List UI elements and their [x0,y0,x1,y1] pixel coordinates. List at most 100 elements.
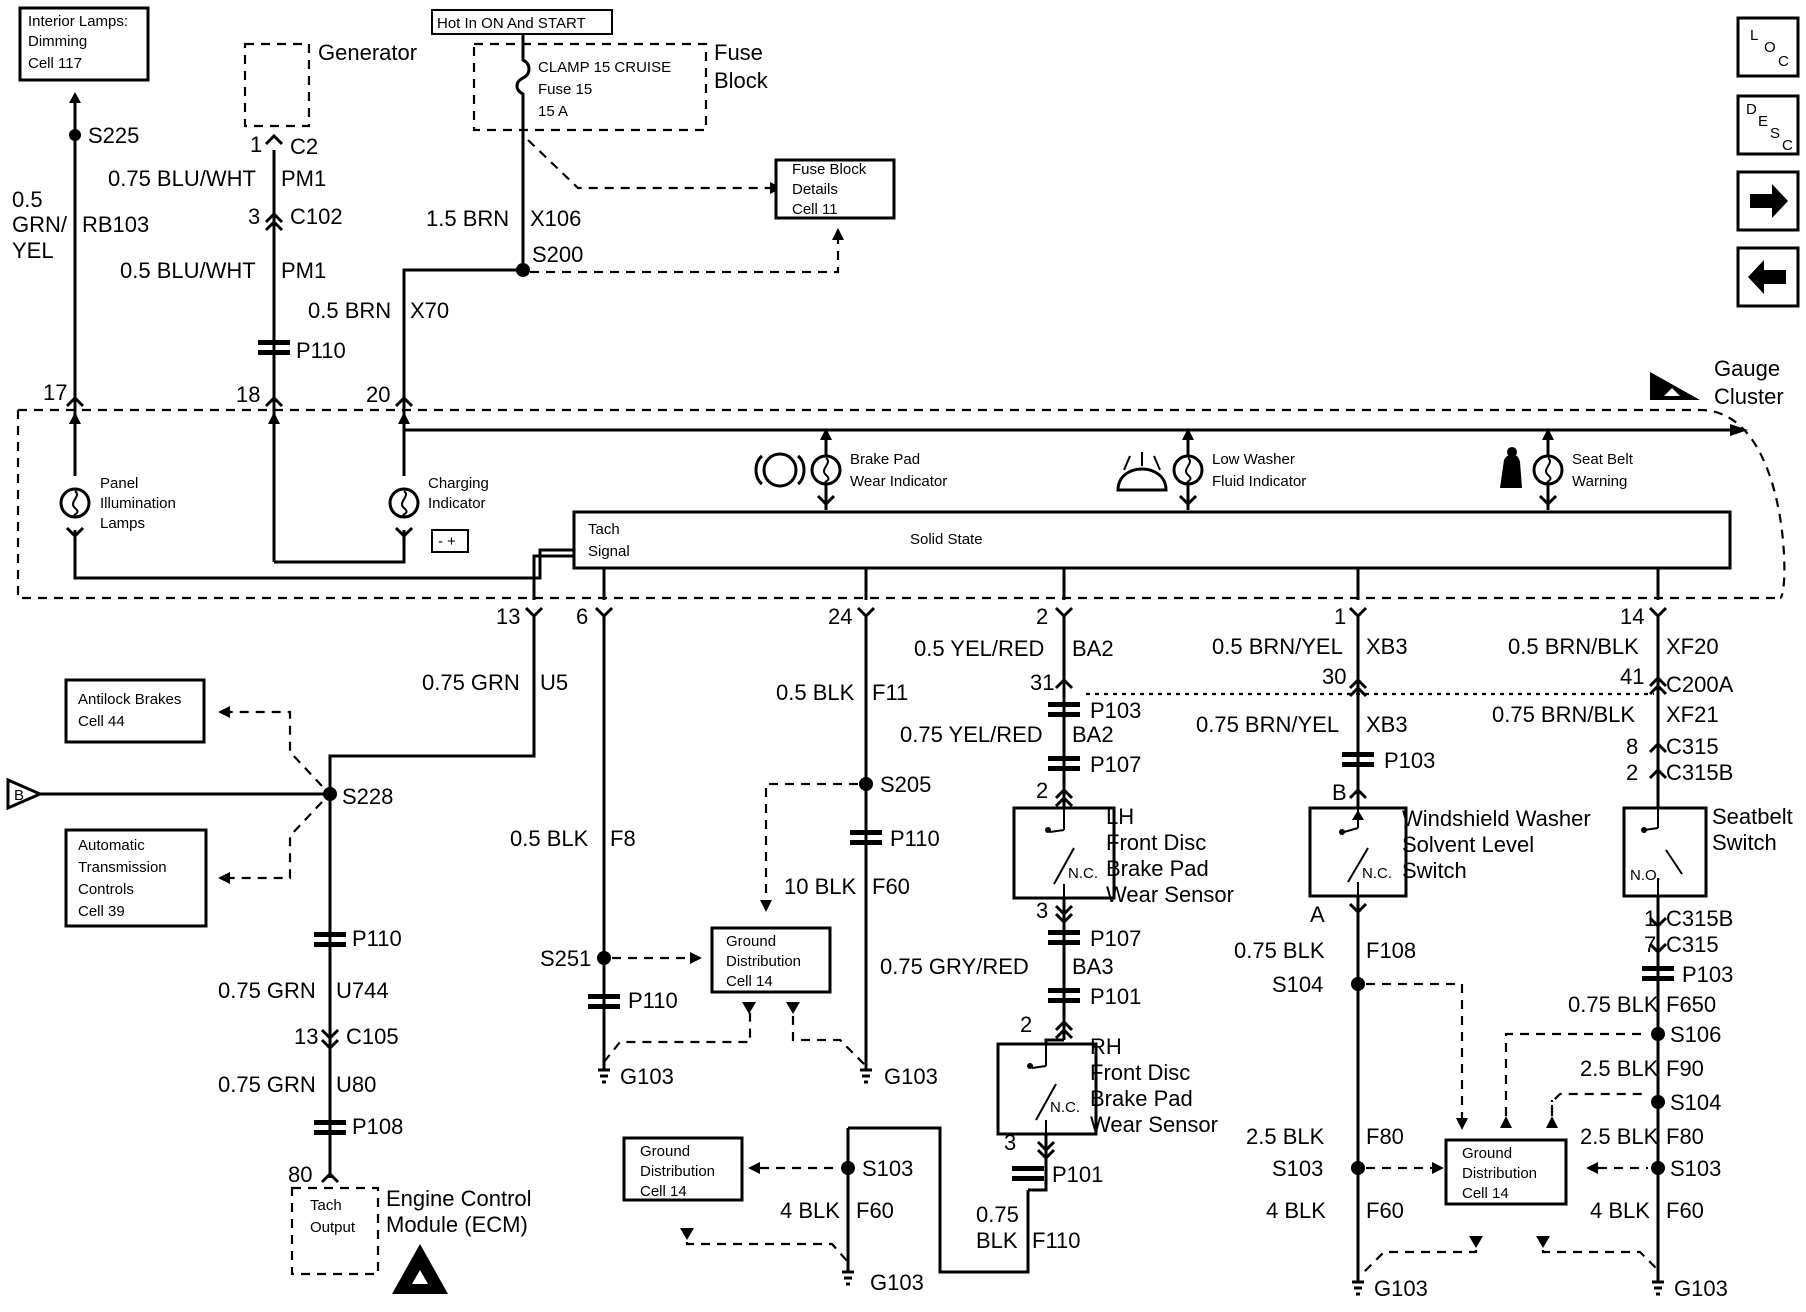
svg-text:80: 80 [288,1162,312,1187]
svg-text:2: 2 [1036,604,1048,629]
svg-text:G103: G103 [884,1064,938,1089]
svg-text:1: 1 [1644,906,1656,931]
svg-text:7: 7 [1644,932,1656,957]
svg-text:Gauge: Gauge [1714,356,1780,381]
svg-text:0.75 BLK: 0.75 BLK [1568,992,1659,1017]
svg-text:Switch: Switch [1402,858,1467,883]
svg-text:Transmission: Transmission [78,859,167,876]
svg-text:XB3: XB3 [1366,634,1408,659]
svg-text:Solvent Level: Solvent Level [1402,832,1534,857]
auto-trans-ref[interactable]: Automatic Transmission Controls Cell 39 [64,828,208,928]
svg-text:20: 20 [366,382,390,407]
svg-text:17: 17 [43,380,67,405]
svg-text:B: B [14,787,24,804]
svg-text:P103: P103 [1090,698,1141,723]
fuse-block-details-ref[interactable]: Fuse Block Details Cell 11 [774,158,896,220]
svg-text:Wear Sensor: Wear Sensor [1090,1112,1218,1137]
ground-distribution-ref[interactable]: Ground Distribution Cell 14 [1444,1138,1568,1206]
ground-icon [598,1068,610,1084]
svg-text:3: 3 [248,204,260,229]
svg-text:U80: U80 [336,1072,376,1097]
splice-label: S225 [88,123,139,148]
ref-line: Cell 117 [28,55,82,72]
svg-text:Wear Indicator: Wear Indicator [850,473,947,490]
svg-text:10 BLK: 10 BLK [784,874,856,899]
svg-text:8: 8 [1626,734,1638,759]
svg-text:A: A [1310,902,1325,927]
svg-text:S103: S103 [862,1156,913,1181]
gauge-cluster-boundary [16,408,1786,600]
generator-box [243,42,311,128]
svg-text:Module (ECM): Module (ECM) [386,1212,528,1237]
svg-text:Ground: Ground [640,1143,690,1160]
svg-text:Fuse: Fuse [714,40,763,65]
svg-text:- +: - + [438,533,456,550]
svg-text:Fuse Block: Fuse Block [792,161,867,178]
svg-text:15 A: 15 A [538,103,568,120]
svg-text:Cell 14: Cell 14 [640,1183,687,1200]
svg-text:F80: F80 [1366,1124,1404,1149]
svg-text:Solid State: Solid State [910,531,983,548]
svg-text:Front Disc: Front Disc [1090,1060,1190,1085]
svg-text:F650: F650 [1666,992,1716,1017]
location-button[interactable]: L O C [1736,16,1800,78]
svg-text:S104: S104 [1670,1090,1721,1115]
svg-text:S228: S228 [342,784,393,809]
back-button[interactable] [1736,246,1800,308]
svg-text:Seat Belt: Seat Belt [1572,451,1634,468]
svg-text:Block: Block [714,68,769,93]
svg-text:Tach: Tach [588,521,620,538]
svg-text:XB3: XB3 [1366,712,1408,737]
svg-text:P103: P103 [1384,748,1435,773]
interior-lamps-ref[interactable]: Interior Lamps: Dimming Cell 117 [18,6,150,82]
svg-text:P110: P110 [352,926,402,951]
wire-label: RB103 [82,212,149,237]
fuse-block-box [472,42,708,132]
svg-text:1: 1 [250,132,262,157]
svg-text:2: 2 [1626,760,1638,785]
svg-text:0.75: 0.75 [976,1202,1019,1227]
svg-text:3: 3 [1036,898,1048,923]
svg-text:Cell 44: Cell 44 [78,713,125,730]
svg-text:13: 13 [496,604,520,629]
ground-distribution-ref[interactable]: Ground Distribution Cell 14 [710,926,832,994]
connector-c102 [264,211,284,232]
description-button[interactable]: D E S C [1736,94,1800,156]
lamp-icon [59,487,91,519]
svg-text:0.5 BRN/BLK: 0.5 BRN/BLK [1508,634,1639,659]
svg-text:G103: G103 [620,1064,674,1089]
wire-u5 [328,616,536,1178]
svg-text:2.5 BLK: 2.5 BLK [1580,1056,1659,1081]
svg-text:P103: P103 [1682,962,1733,987]
wire-label: GRN/ [12,212,68,237]
ground-distribution-ref[interactable]: Ground Distribution Cell 14 [622,1136,744,1202]
svg-text:Warning: Warning [1572,473,1627,490]
svg-text:BA3: BA3 [1072,954,1114,979]
svg-text:U744: U744 [336,978,389,1003]
svg-text:U5: U5 [540,670,568,695]
svg-text:0.5 BRN: 0.5 BRN [308,298,391,323]
svg-text:C315B: C315B [1666,760,1733,785]
svg-text:D: D [1746,101,1757,118]
svg-text:N.C.: N.C. [1068,865,1098,882]
generator-label: Generator [318,40,417,65]
wire-x70 [402,268,523,406]
svg-text:Antilock Brakes: Antilock Brakes [78,691,181,708]
svg-text:C102: C102 [290,204,343,229]
svg-text:0.75 BLK: 0.75 BLK [1234,938,1325,963]
ref-line: Interior Lamps: [28,13,128,30]
svg-text:S106: S106 [1670,1022,1721,1047]
svg-text:Tach: Tach [310,1197,342,1214]
svg-text:Engine Control: Engine Control [386,1186,532,1211]
antilock-brakes-ref[interactable]: Antilock Brakes Cell 44 [64,678,206,744]
svg-text:XF21: XF21 [1666,702,1719,727]
svg-text:Automatic: Automatic [78,837,145,854]
svg-text:Distribution: Distribution [726,953,801,970]
svg-text:Hot In ON And START: Hot In ON And START [437,15,586,32]
svg-text:2: 2 [1036,778,1048,803]
next-button[interactable] [1736,170,1800,232]
washer-icon [1116,467,1168,492]
svg-text:Front Disc: Front Disc [1106,830,1206,855]
svg-text:Details: Details [792,181,838,198]
